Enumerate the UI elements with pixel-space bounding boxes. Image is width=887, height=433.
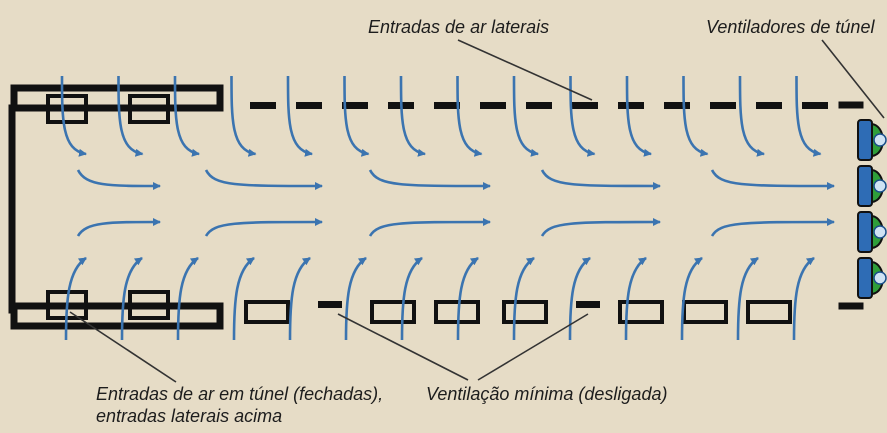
airflow-arrow: [204, 169, 323, 190]
side-inlets-bottom: [244, 300, 792, 324]
tunnel-fans-label: Ventiladores de túnel: [706, 17, 875, 37]
side-inlet-box: [244, 300, 290, 324]
airflow-arrow: [512, 75, 539, 157]
side-inlet-dash: [434, 102, 460, 109]
airflow-arrow: [173, 75, 200, 157]
airflow-arrow: [540, 218, 661, 237]
airflow-arrow: [368, 218, 491, 237]
bottom-tunnel-inlet-frame: [10, 302, 224, 330]
leader-side-inlets: [457, 39, 593, 101]
side-inlet-box: [618, 300, 664, 324]
tunnel-fan-icon: [857, 211, 887, 253]
airflow-arrow: [456, 75, 483, 157]
airflow-arrow: [736, 256, 759, 341]
side-inlet-dash: [802, 102, 828, 109]
fan-hub: [873, 133, 887, 147]
airflow-arrow: [710, 218, 835, 237]
side-inlet-dash: [710, 102, 736, 109]
airflow-arrow: [512, 256, 535, 341]
side-inlet-dash: [572, 102, 598, 109]
airflow-arrow: [204, 218, 323, 237]
airflow-arrow: [64, 256, 87, 341]
side-inlet-dash: [250, 102, 276, 109]
airflow-arrow: [792, 256, 815, 341]
side-inlet-dash: [526, 102, 552, 109]
airflow-arrow: [286, 75, 313, 157]
side-inlet-box: [682, 300, 728, 324]
side-inlet-dash: [664, 102, 690, 109]
airflow-arrow: [288, 256, 311, 341]
airflow-arrow: [176, 256, 199, 341]
fan-hub: [873, 179, 887, 193]
fan-hub: [873, 271, 887, 285]
airflow-arrow: [682, 75, 709, 157]
tunnel-fans: [857, 119, 887, 299]
fan-housing: [857, 211, 873, 253]
leader-min-vent-2: [477, 313, 589, 381]
side-inlet-dash: [296, 102, 322, 109]
airflow-arrow: [680, 256, 703, 341]
side-inlet-box: [746, 300, 792, 324]
side-inlet-box: [370, 300, 416, 324]
airflow-arrow: [368, 169, 491, 190]
side-inlet-dash: [618, 102, 644, 109]
airflow-arrow: [568, 256, 591, 341]
airflow-arrow: [710, 169, 835, 190]
tunnel-fan-icon: [857, 119, 887, 161]
minimum-ventilation-inlet: [318, 301, 342, 308]
tunnel-fan-icon: [857, 165, 887, 207]
fan-housing: [857, 119, 873, 161]
airflow-arrow: [117, 75, 144, 157]
side-inlet-dash: [756, 102, 782, 109]
side-inlet-dash: [342, 102, 368, 109]
airflow-arrow: [344, 256, 367, 341]
tunnel-inlets-label: Entradas de ar em túnel (fechadas), entr…: [96, 383, 383, 427]
airflow-arrow: [795, 75, 822, 157]
tunnel-inlets-label-line2: entradas laterais acima: [96, 406, 283, 426]
airflow-arrow: [76, 218, 161, 237]
minimum-ventilation-inlet: [576, 301, 600, 308]
airflow-arrow: [456, 256, 479, 341]
airflow-arrow: [60, 75, 87, 157]
side-inlet-dash: [480, 102, 506, 109]
airflow-arrows: [60, 75, 835, 341]
airflow-arrow: [399, 75, 426, 157]
airflow-arrow: [569, 75, 596, 157]
airflow-arrow: [625, 75, 652, 157]
fan-housing: [857, 165, 873, 207]
side-inlet-box: [502, 300, 548, 324]
side-inlet-box: [434, 300, 480, 324]
airflow-arrow: [120, 256, 143, 341]
leader-tunnel-fans: [821, 39, 885, 119]
airflow-arrow: [738, 75, 765, 157]
leader-min-vent-1: [337, 313, 469, 381]
tunnel-fan-icon: [857, 257, 887, 299]
fan-hub: [873, 225, 887, 239]
airflow-arrow: [232, 256, 255, 341]
airflow-arrow: [76, 169, 161, 190]
side-inlets-label: Entradas de ar laterais: [368, 17, 550, 37]
minimum-ventilation-label: Ventilação mínima (desligada): [426, 384, 668, 404]
airflow-arrow: [343, 75, 370, 157]
leader-lines: [69, 39, 885, 383]
airflow-arrow: [624, 256, 647, 341]
top-tunnel-inlet-frame: [10, 84, 224, 112]
building-walls: [8, 84, 864, 330]
airflow-arrow: [540, 169, 661, 190]
airflow-arrow: [400, 256, 423, 341]
tunnel-inlets-label-line1: Entradas de ar em túnel (fechadas),: [96, 384, 384, 404]
fan-housing: [857, 257, 873, 299]
tunnel-inlets-closed: [46, 94, 170, 320]
airflow-arrow: [230, 75, 257, 157]
leader-tunnel-inlets: [69, 311, 177, 383]
